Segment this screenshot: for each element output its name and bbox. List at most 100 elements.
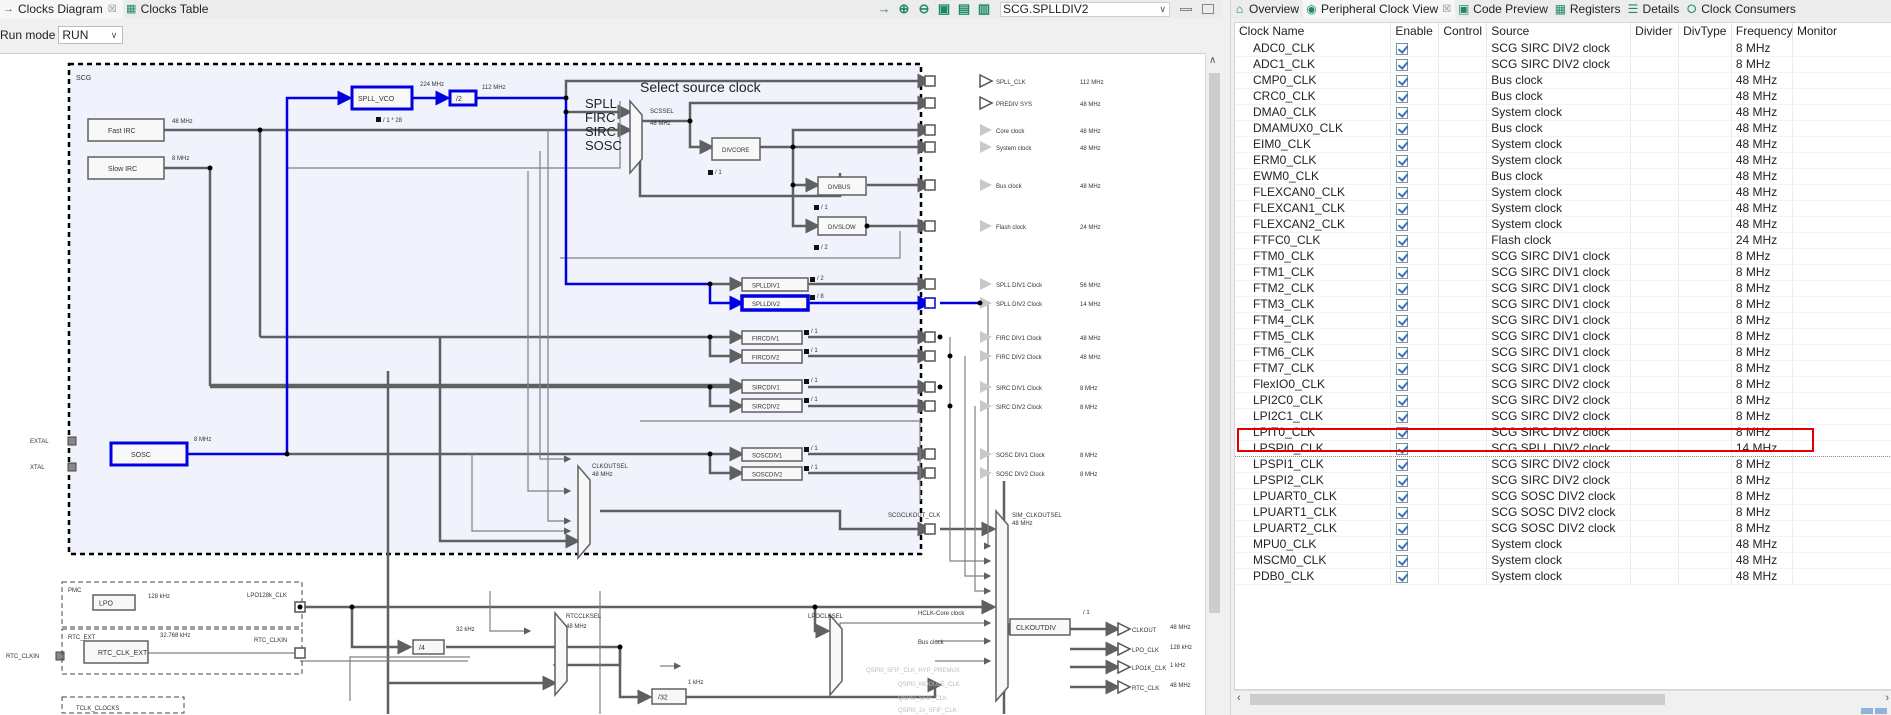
- fircdiv1-block[interactable]: [741, 330, 803, 345]
- tab-clocks-table[interactable]: ▦ Clocks Table: [123, 0, 215, 18]
- enable-checkbox[interactable]: [1396, 490, 1409, 503]
- lock-icon[interactable]: [708, 170, 713, 175]
- soscdiv1-block[interactable]: [741, 447, 803, 462]
- col-enable[interactable]: Enable: [1390, 23, 1440, 40]
- enable-checkbox[interactable]: [1396, 538, 1409, 551]
- scroll-up-icon[interactable]: ∧: [1209, 55, 1217, 66]
- enable-checkbox[interactable]: [1396, 554, 1409, 567]
- run-mode-select[interactable]: RUN ∨: [58, 26, 124, 44]
- lock-icon[interactable]: [804, 349, 809, 354]
- enable-checkbox[interactable]: [1396, 122, 1409, 135]
- diagram-vertical-scrollbar[interactable]: ∧: [1205, 53, 1222, 715]
- soscdiv2-block[interactable]: [741, 466, 803, 481]
- clkoutdiv-block[interactable]: [1009, 618, 1071, 636]
- div4-block[interactable]: [412, 639, 445, 655]
- div2-block[interactable]: [448, 89, 478, 107]
- sosc-block[interactable]: [109, 441, 189, 467]
- enable-checkbox[interactable]: [1396, 90, 1409, 103]
- enable-checkbox[interactable]: [1396, 154, 1409, 167]
- tab-overview[interactable]: ⌂ Overview: [1231, 0, 1303, 18]
- tab-peripheral-clock-view[interactable]: ◉ Peripheral Clock View ☒: [1303, 0, 1456, 18]
- element-select[interactable]: SCG.SPLLDIV2 ∨: [1000, 1, 1170, 17]
- col-control[interactable]: Control: [1438, 23, 1488, 40]
- enable-checkbox[interactable]: [1396, 234, 1409, 247]
- lock-icon[interactable]: [814, 205, 819, 210]
- enable-checkbox[interactable]: [1396, 330, 1409, 343]
- lock-icon[interactable]: [804, 466, 809, 471]
- div32-block[interactable]: [651, 688, 687, 705]
- scroll-thumb[interactable]: [1209, 73, 1220, 613]
- fircdiv2-block[interactable]: [741, 349, 803, 364]
- tab-details[interactable]: ☰ Details: [1625, 0, 1684, 18]
- rtcclksel-mux[interactable]: [554, 610, 568, 698]
- scroll-thumb[interactable]: [1250, 694, 1665, 705]
- tab-clock-consumers[interactable]: ⭘ Clock Consumers: [1683, 0, 1800, 18]
- rtc-clk-ext-block[interactable]: [83, 640, 149, 664]
- enable-checkbox[interactable]: [1396, 58, 1409, 71]
- view-icon[interactable]: [1875, 708, 1887, 714]
- enable-checkbox[interactable]: [1396, 394, 1409, 407]
- enable-checkbox[interactable]: [1396, 410, 1409, 423]
- lock-icon[interactable]: [804, 379, 809, 384]
- lpo-block[interactable]: [92, 594, 136, 611]
- lock-icon[interactable]: [814, 245, 819, 250]
- lpoclksel-mux[interactable]: [829, 612, 843, 698]
- enable-checkbox[interactable]: [1396, 186, 1409, 199]
- enable-checkbox[interactable]: [1396, 314, 1409, 327]
- enable-checkbox[interactable]: [1396, 250, 1409, 263]
- enable-checkbox[interactable]: [1396, 42, 1409, 55]
- enable-checkbox[interactable]: [1396, 106, 1409, 119]
- peripheral-clock-table[interactable]: Clock Name Enable Control Source Divider…: [1234, 22, 1891, 690]
- enable-checkbox[interactable]: [1396, 522, 1409, 535]
- enable-checkbox[interactable]: [1396, 442, 1409, 455]
- enable-checkbox[interactable]: [1396, 570, 1409, 583]
- col-source[interactable]: Source: [1486, 23, 1632, 40]
- enable-checkbox[interactable]: [1396, 298, 1409, 311]
- enable-checkbox[interactable]: [1396, 474, 1409, 487]
- tab-clocks-diagram[interactable]: → Clocks Diagram ☒: [0, 0, 123, 18]
- table-horizontal-scrollbar[interactable]: ‹ ›: [1234, 690, 1891, 707]
- scroll-right-icon[interactable]: ›: [1885, 692, 1889, 704]
- slow-irc-block[interactable]: [87, 156, 165, 180]
- enable-checkbox[interactable]: [1396, 202, 1409, 215]
- view-icon[interactable]: [1861, 708, 1873, 714]
- enable-checkbox[interactable]: [1396, 266, 1409, 279]
- sircdiv2-block[interactable]: [741, 398, 803, 413]
- scssel-mux[interactable]: [629, 98, 643, 176]
- maximize-button[interactable]: [1202, 4, 1214, 14]
- enable-checkbox[interactable]: [1396, 74, 1409, 87]
- sim-clkoutsel-mux[interactable]: [995, 508, 1009, 704]
- col-divider[interactable]: Divider: [1630, 23, 1680, 40]
- fit-page-icon[interactable]: ▥: [977, 1, 991, 16]
- enable-checkbox[interactable]: [1396, 170, 1409, 183]
- enable-checkbox[interactable]: [1396, 282, 1409, 295]
- divcore-block[interactable]: [711, 137, 761, 161]
- splldiv2-block[interactable]: [740, 294, 810, 312]
- zoom-in-icon[interactable]: ⊕: [898, 1, 910, 16]
- fast-irc-block[interactable]: [87, 118, 165, 142]
- lock-icon[interactable]: [804, 447, 809, 452]
- clkoutsel-mux[interactable]: [577, 463, 591, 561]
- sircdiv1-block[interactable]: [741, 379, 803, 394]
